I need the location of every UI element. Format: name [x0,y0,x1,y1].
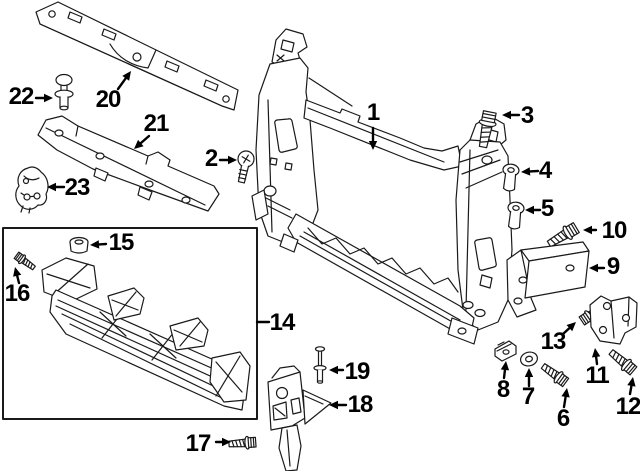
callout-leader-20 [118,78,126,89]
part-callout-6: 6 [556,405,570,432]
part-callout-4: 4 [538,157,552,184]
part-callout-7: 7 [521,383,535,410]
callout-arrowhead-10 [583,225,592,235]
part-callout-1: 1 [366,99,380,126]
callout-arrowhead-3 [502,110,511,120]
callout-arrowhead-5 [525,205,534,215]
callout-arrowhead-12 [627,377,636,387]
part-callout-9: 9 [606,253,620,280]
part-callout-11: 11 [585,362,609,389]
callout-leader-11 [596,357,597,364]
callout-arrowhead-4 [521,167,531,176]
part-callout-2: 2 [204,145,218,172]
bolt-6-drawing [538,360,571,389]
radiator-support-drawing [252,29,512,344]
callout-leader-12 [630,386,631,394]
push-pin-drawing [55,75,73,110]
bolt-12-drawing [605,346,639,377]
callout-arrows [13,71,636,447]
assembly-box-14 [3,228,257,419]
mount-pin-5-drawing [506,201,525,229]
part-callout-18: 18 [347,391,374,418]
part-callout-21: 21 [143,110,170,137]
callout-leader-16 [17,276,19,283]
part-callout-23: 23 [64,174,91,201]
nut-15-drawing [70,238,88,254]
part-callout-19: 19 [344,358,371,385]
callout-arrowhead-1 [368,141,378,150]
callout-arrowhead-15 [90,240,100,249]
part-callout-17: 17 [185,430,212,457]
part-callout-3: 3 [520,102,534,129]
callout-arrowhead-13 [566,322,576,332]
part-callout-22: 22 [8,83,35,110]
part-callout-10: 10 [601,217,628,244]
callout-leader-13 [563,328,569,334]
callout-arrowhead-21 [134,139,144,149]
shutter-assembly-drawing [42,258,250,410]
callout-leader-21 [141,136,149,143]
callout-arrowhead-20 [122,71,131,81]
callout-arrowhead-6 [561,388,570,398]
screw-2-drawing [236,150,254,183]
side-bracket-18-drawing [268,366,331,471]
part-callout-12: 12 [615,393,640,420]
callout-arrowhead-8 [500,361,510,371]
sight-shield-drawing [38,116,219,211]
callout-leader-8 [504,370,505,378]
mounting-bracket-11-drawing [590,296,637,344]
washer-7-drawing [519,350,539,368]
part-callout-14: 14 [269,309,296,336]
callout-arrowhead-18 [329,400,338,410]
upper-cover-panel-drawing [36,2,238,110]
callout-arrowhead-23 [47,182,56,192]
callout-arrowhead-22 [44,93,53,103]
callout-leader-6 [564,397,566,407]
part-callout-20: 20 [95,86,122,113]
callout-arrowhead-7 [524,368,534,377]
screw-17-drawing [227,435,257,451]
mount-pin-4-drawing [501,163,520,191]
part-callout-5: 5 [540,195,554,222]
part-callout-16: 16 [4,280,31,307]
bolt-16-drawing [12,250,38,273]
callout-arrowhead-2 [228,155,237,165]
clip-nut-8-drawing [495,341,516,361]
part-callout-15: 15 [108,229,135,256]
part-callout-13: 13 [540,328,567,355]
latch-bracket-drawing [16,167,48,213]
callout-arrowhead-17 [222,437,231,447]
callout-arrowhead-16 [13,267,22,277]
stud-pin-19-drawing [314,347,326,383]
part-callout-8: 8 [496,376,510,403]
support-bracket-9-drawing [507,242,589,317]
callout-arrowhead-11 [591,348,601,358]
callout-arrowhead-19 [329,365,338,375]
callout-arrowhead-9 [589,263,598,273]
